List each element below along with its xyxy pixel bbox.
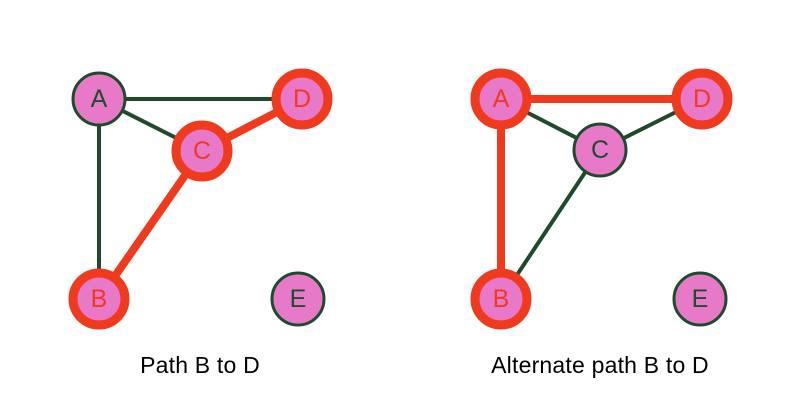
- node-D[interactable]: D: [671, 68, 733, 130]
- node-label-E: E: [692, 285, 709, 313]
- node-A[interactable]: A: [470, 68, 532, 130]
- caption-right: Alternate path B to D: [491, 352, 709, 378]
- node-circle-D[interactable]: [671, 68, 733, 130]
- node-E[interactable]: E: [270, 271, 326, 327]
- node-label-A: A: [91, 85, 108, 113]
- node-C[interactable]: C: [572, 122, 628, 178]
- node-circle-D[interactable]: [271, 68, 333, 130]
- graph-left: A D C B E: [68, 68, 333, 330]
- node-circle-C[interactable]: [572, 122, 628, 178]
- node-label-D: D: [293, 85, 311, 113]
- node-label-E: E: [290, 285, 307, 313]
- graph-right: A D C B E: [470, 68, 733, 330]
- node-label-A: A: [493, 85, 510, 113]
- node-label-C: C: [193, 137, 211, 165]
- node-layer-left: A D C B E: [68, 68, 333, 330]
- node-label-D: D: [693, 85, 711, 113]
- node-circle-C[interactable]: [171, 120, 233, 182]
- node-circle-B[interactable]: [470, 268, 532, 330]
- node-B[interactable]: B: [68, 268, 130, 330]
- node-layer-right: A D C B E: [470, 68, 733, 330]
- node-label-C: C: [591, 136, 609, 164]
- node-label-B: B: [91, 285, 108, 313]
- node-circle-B[interactable]: [68, 268, 130, 330]
- node-circle-A[interactable]: [470, 68, 532, 130]
- panel-right: A D C B E Alternate path B to D: [400, 0, 800, 400]
- node-E[interactable]: E: [672, 271, 728, 327]
- node-D[interactable]: D: [271, 68, 333, 130]
- node-circle-E[interactable]: [672, 271, 728, 327]
- node-label-B: B: [493, 285, 510, 313]
- node-A[interactable]: A: [71, 71, 127, 127]
- node-B[interactable]: B: [470, 268, 532, 330]
- panel-left: A D C B E Path B to D: [68, 68, 333, 378]
- node-circle-E[interactable]: [270, 271, 326, 327]
- caption-left: Path B to D: [140, 352, 260, 378]
- node-C[interactable]: C: [171, 120, 233, 182]
- node-circle-A[interactable]: [71, 71, 127, 127]
